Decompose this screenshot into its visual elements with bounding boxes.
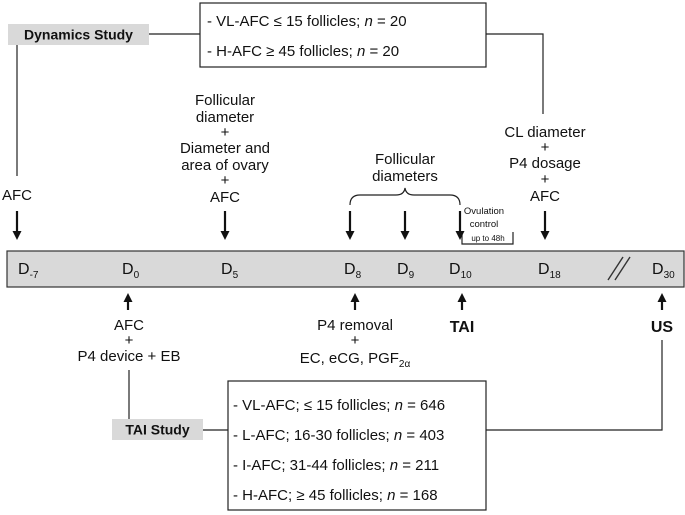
down-arrow-d-7 [12,211,22,240]
up-to-48h-bracket [461,232,514,245]
us-label: US [651,319,674,336]
svg-text:Diameter and: Diameter and [180,140,270,157]
tai-group-h-afc: - H-AFC; ≥ 45 follicles; n = 168 [233,487,438,504]
svg-text:+: + [541,139,550,156]
down-arrow-d8 [345,211,355,240]
tai-study-label: TAI Study [125,422,190,438]
down-arrow-d18 [540,211,550,240]
timeline-break-mark [607,256,631,281]
up-arrow-d30 [657,293,667,310]
day-label-d10: D10 [449,261,472,281]
day-label-d0: D0 [122,261,140,281]
tai-group-i-afc: - I-AFC; 31-44 follicles; n = 211 [233,457,439,474]
follicular-diameters-bracket [349,187,461,206]
svg-text:P4 removal: P4 removal [317,317,393,334]
day-label-d-7: D-7 [18,261,39,281]
tai-study-label-box [112,419,203,440]
down-arrow-d9 [400,211,410,240]
svg-text:+: + [541,171,550,188]
timeline-bar [6,250,685,288]
svg-text:diameter: diameter [196,109,254,126]
ovulation-control-label: Ovulation control [464,206,504,230]
dynamics-connector-right [486,33,544,114]
dynamics-groups-box [199,2,487,68]
svg-text:+: + [221,124,230,141]
day-label-d9: D9 [397,261,415,281]
down-arrow-d5 [220,211,230,240]
svg-text:diameters: diameters [372,168,438,185]
svg-text:+: + [125,332,134,349]
up-arrow-d8 [350,293,360,310]
down-arrow-d10 [455,211,465,240]
d8-treatment: P4 removal + EC, eCG, PGF2α [300,317,411,370]
d5-measurements: Follicular diameter + Diameter and area … [180,92,270,206]
day-label-d18: D18 [538,261,561,281]
svg-text:EC, eCG, PGF2α: EC, eCG, PGF2α [300,350,411,370]
svg-text:control: control [470,219,499,230]
day-label-d5: D5 [221,261,239,281]
tai-label: TAI [450,319,475,336]
svg-text:AFC: AFC [114,317,144,334]
tai-group-vl-afc: - VL-AFC; ≤ 15 follicles; n = 646 [233,397,445,414]
tai-groups-box [227,380,487,511]
day-label-d30: D30 [652,261,675,281]
svg-text:Ovulation: Ovulation [464,206,504,217]
d18-measurements: CL diameter + P4 dosage + AFC [504,124,585,205]
dynamics-group-vl-afc: - VL-AFC ≤ 15 follicles; n = 20 [207,13,407,30]
svg-text:AFC: AFC [210,189,240,206]
svg-text:CL diameter: CL diameter [504,124,585,141]
dynamics-study-label-box [8,24,149,45]
dynamics-study-label: Dynamics Study [24,27,133,43]
up-to-48h-label: up to 48h [471,234,504,243]
d0-treatment: AFC + P4 device + EB [78,317,181,365]
svg-text:+: + [351,332,360,349]
svg-text:Follicular: Follicular [375,151,435,168]
svg-text:P4 dosage: P4 dosage [509,155,581,172]
up-arrow-d0 [123,293,133,310]
afc-label-d-7: AFC [2,187,32,204]
up-arrow-d10 [457,293,467,310]
svg-text:+: + [221,172,230,189]
svg-text:P4 device + EB: P4 device + EB [78,348,181,365]
follicular-diameters-label: Follicular diameters [372,151,438,185]
day-label-d8: D8 [344,261,362,281]
tai-connector-right [486,340,663,431]
svg-text:AFC: AFC [530,188,560,205]
svg-text:area of ovary: area of ovary [181,157,269,174]
dynamics-group-h-afc: - H-AFC ≥ 45 follicles; n = 20 [207,43,399,60]
tai-group-l-afc: - L-AFC; 16-30 follicles; n = 403 [233,427,444,444]
svg-text:Follicular: Follicular [195,92,255,109]
